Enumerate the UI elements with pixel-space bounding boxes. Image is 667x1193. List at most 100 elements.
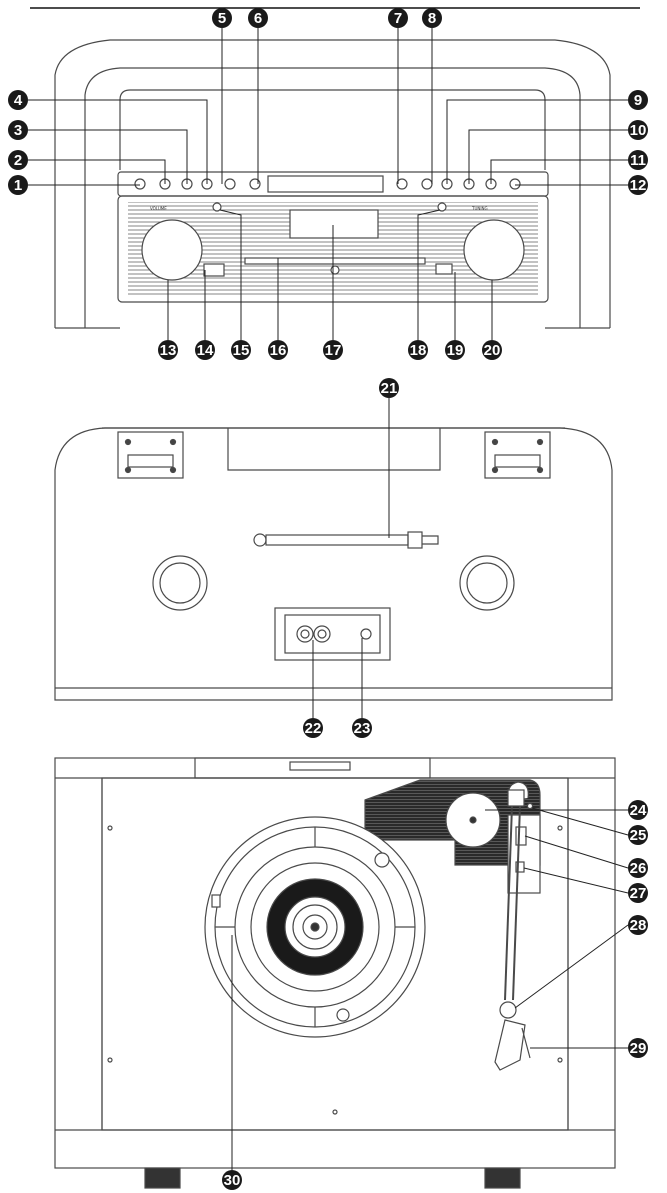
top-view [54,757,616,1189]
fm-antenna[interactable] [253,531,439,549]
usb-port[interactable] [435,263,453,275]
spindle [310,922,320,932]
callout-10: 10 [628,120,648,140]
callout-1: 1 [8,175,28,195]
svg-text:VOLUME: VOLUME [150,206,167,211]
callout-number: 4 [14,92,23,109]
callout-23: 23 [352,718,372,738]
tonearm[interactable] [494,781,531,1071]
callout-13: 13 [158,340,178,360]
callout-2: 2 [8,150,28,170]
turntable-platter[interactable] [204,816,426,1038]
power-switch[interactable] [203,263,225,277]
callout-22: 22 [303,718,323,738]
aux-in-jack[interactable] [360,628,372,640]
callout-circle [628,915,648,935]
callout-number: 23 [354,720,371,737]
callout-30: 30 [222,1170,242,1190]
callout-28: 28 [628,915,648,935]
callout-number: 7 [394,10,402,27]
callout-number: 3 [14,122,22,139]
callout-14: 14 [195,340,215,360]
callout-number: 30 [224,1172,241,1189]
callout-11: 11 [628,150,648,170]
callout-number: 1 [14,177,22,194]
arm-rest-screw [526,802,534,810]
front-inner-frame [84,67,581,328]
front-buttons[interactable] [134,178,521,190]
callout-circle [248,8,268,28]
callout-circle [422,8,442,28]
callout-18: 18 [408,340,428,360]
callout-8: 8 [422,8,442,28]
foot-left [144,1167,181,1189]
hinge-right [484,431,551,479]
callout-circle [628,150,648,170]
callout-number: 9 [634,92,642,109]
ir-sensor-right [437,202,447,212]
callout-circle [628,858,648,878]
callout-number: 14 [197,342,214,359]
volume-knob[interactable] [141,219,203,281]
callout-circle [628,120,648,140]
tuning-knob[interactable] [463,219,525,281]
auto-stop-switch[interactable] [515,861,525,873]
callout-circle [352,718,372,738]
front-outer-frame [54,39,611,328]
callout-16: 16 [268,340,288,360]
rear-view [54,427,613,701]
callout-number: 8 [428,10,436,27]
callout-number: 2 [14,152,22,169]
callout-circle [222,1170,242,1190]
callout-circle [379,378,399,398]
callout-9: 9 [628,90,648,110]
callout-26: 26 [628,858,648,878]
hinge-left [117,431,184,479]
callout-number: 16 [270,342,287,359]
callout-number: 26 [630,860,647,877]
callout-circle [388,8,408,28]
callout-number: 10 [630,122,647,139]
callout-29: 29 [628,1038,648,1058]
callout-circle [8,120,28,140]
callout-circle [628,90,648,110]
callout-circle [8,175,28,195]
callout-circle [482,340,502,360]
callout-circle [212,8,232,28]
rear-port-left [152,555,208,611]
cartridge-headshell[interactable] [494,1019,526,1071]
foot-right [484,1167,521,1189]
callout-24: 24 [628,800,648,820]
callout-number: 21 [381,380,398,397]
callout-12: 12 [628,175,648,195]
callout-number: 17 [325,342,342,359]
callout-circle [628,1038,648,1058]
callout-number: 22 [305,720,322,737]
callout-number: 12 [630,177,647,194]
callout-number: 15 [233,342,250,359]
callout-number: 6 [254,10,262,27]
callout-number: 13 [160,342,177,359]
callout-4: 4 [8,90,28,110]
callout-3: 3 [8,120,28,140]
callout-number: 5 [218,10,226,27]
callout-19: 19 [445,340,465,360]
callout-number: 28 [630,917,647,934]
leader-lines [28,28,629,1170]
callout-number: 20 [484,342,501,359]
callout-number: 29 [630,1040,647,1057]
callout-number: 19 [447,342,464,359]
lid-handle-recess [227,428,441,471]
callout-circle [445,340,465,360]
callout-circle [628,800,648,820]
speed-switch[interactable] [515,826,527,846]
callout-7: 7 [388,8,408,28]
front-lid-recess [119,89,546,170]
rear-jack-panel [274,607,391,661]
line-out-jacks[interactable] [296,625,331,643]
cd-logo [330,265,340,275]
callout-20: 20 [482,340,502,360]
callout-17: 17 [323,340,343,360]
callout-circle [268,340,288,360]
